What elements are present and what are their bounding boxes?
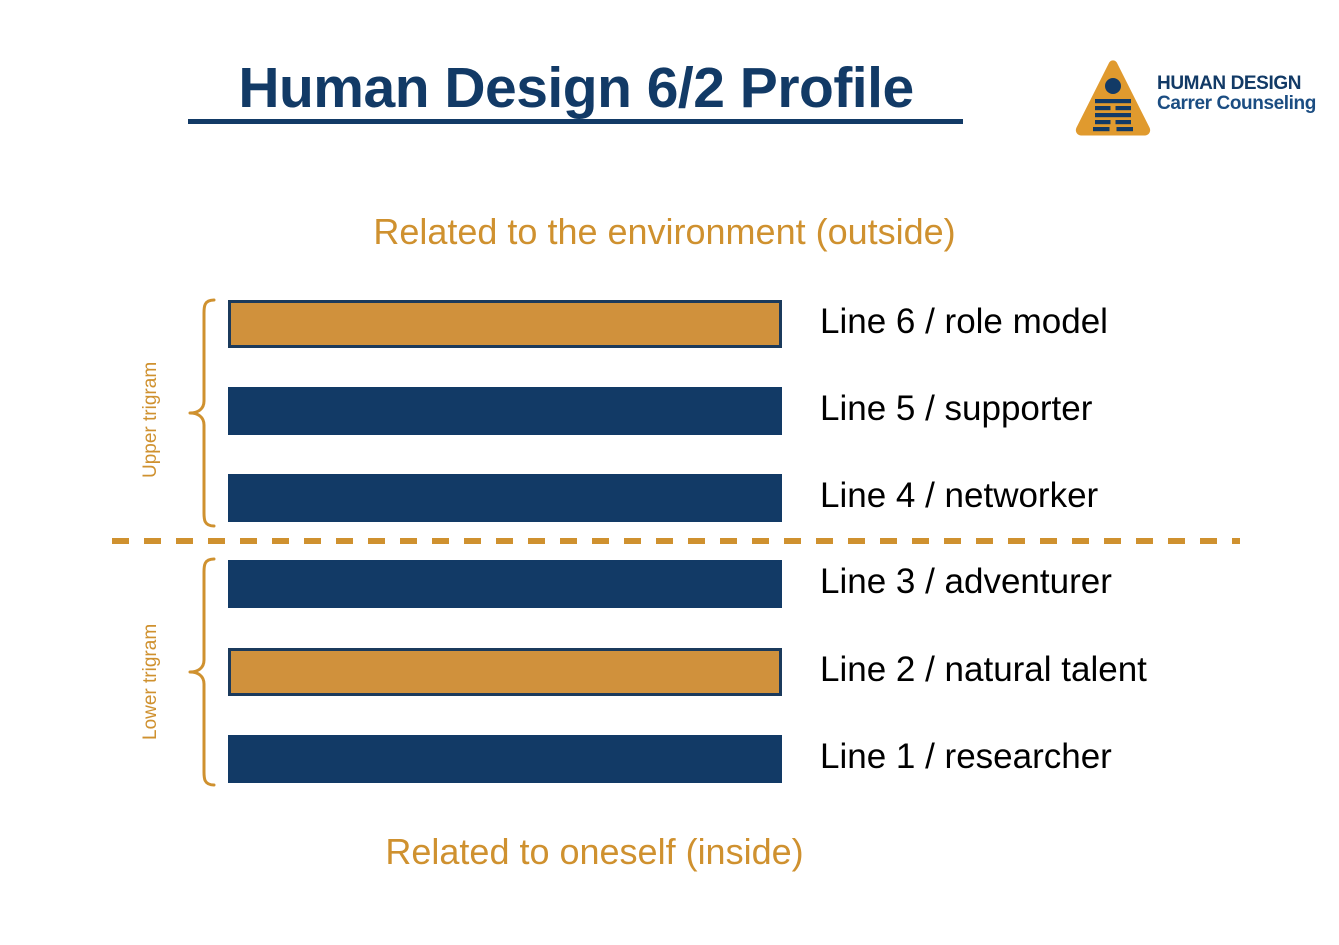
upper-trigram-brace-icon — [186, 297, 218, 529]
lower-trigram-label: Lower trigram — [140, 623, 161, 740]
line-label-4: Line 4 / networker — [820, 476, 1099, 515]
page-title: Human Design 6/2 Profile — [238, 56, 914, 120]
brand-logo: HUMAN DESIGN Carrer Counseling — [1073, 58, 1316, 144]
line-bar-1 — [228, 735, 782, 783]
caption-outside-text: Related to the environment (outside) — [373, 211, 956, 252]
caption-inside-text: Related to oneself (inside) — [385, 831, 804, 872]
line-bar-3 — [228, 560, 782, 608]
hexagram-triangle-logo-icon — [1073, 58, 1153, 140]
logo-line-2: Carrer Counseling — [1157, 92, 1316, 114]
line-label-6: Line 6 / role model — [820, 302, 1108, 341]
caption-outside: Related to the environment (outside) — [0, 211, 1339, 253]
lower-trigram-brace-icon — [186, 556, 218, 788]
line-bar-6 — [228, 300, 782, 348]
logo-wordmark: HUMAN DESIGN Carrer Counseling — [1157, 74, 1316, 114]
line-label-5: Line 5 / supporter — [820, 389, 1093, 428]
trigram-divider — [112, 538, 1240, 544]
logo-line-1: HUMAN DESIGN — [1157, 73, 1302, 94]
title-underline — [188, 119, 963, 124]
line-label-2: Line 2 / natural talent — [820, 650, 1147, 689]
line-bar-5 — [228, 387, 782, 435]
line-label-3: Line 3 / adventurer — [820, 562, 1112, 601]
upper-trigram-label: Upper trigram — [140, 361, 161, 478]
line-bar-2 — [228, 648, 782, 696]
line-label-1: Line 1 / researcher — [820, 737, 1112, 776]
line-bar-4 — [228, 474, 782, 522]
title-block: Human Design 6/2 Profile — [186, 57, 966, 119]
caption-inside: Related to oneself (inside) — [0, 831, 1339, 873]
